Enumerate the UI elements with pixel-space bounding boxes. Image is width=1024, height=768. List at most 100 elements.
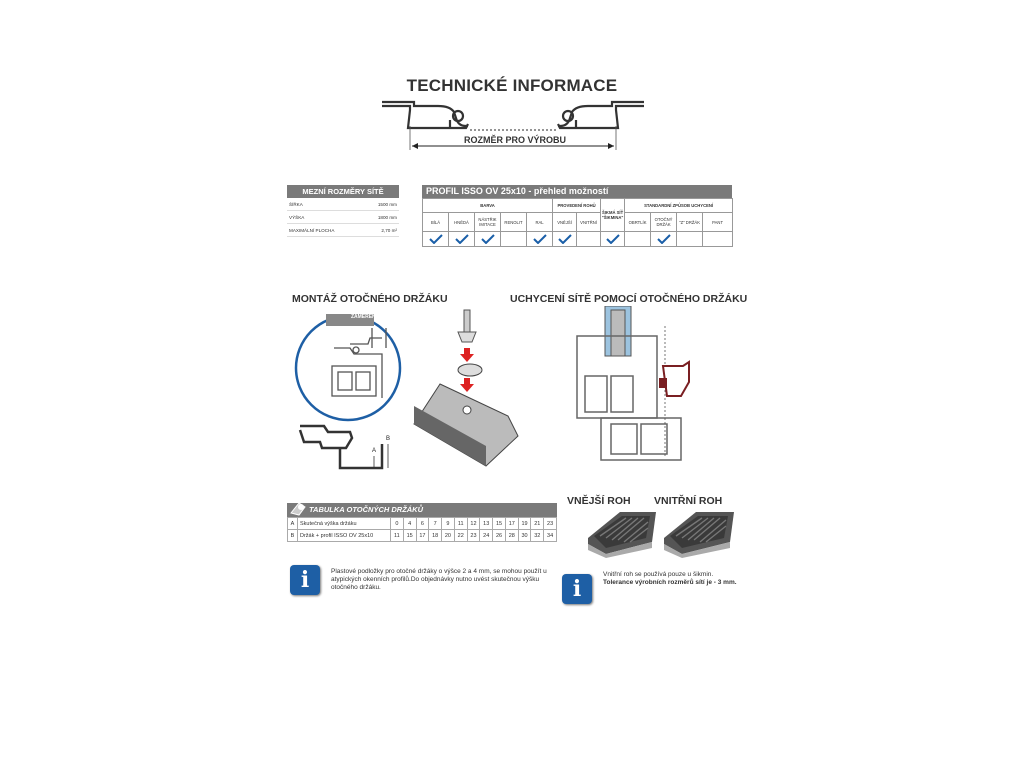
group-slanted-label: ŠIKMÁ SÍŤ [601, 210, 624, 215]
option-check-cell [600, 231, 626, 247]
table-row: VÝŠKA 1800 mm [287, 210, 399, 224]
holder-value: 13 [479, 517, 494, 530]
option-imitation: NÁSTŘIK IMITACE [474, 212, 501, 232]
check-row [422, 231, 734, 247]
limit-label: MAXIMÁLNÍ PLOCHA [287, 223, 364, 237]
holder-value: 11 [453, 517, 468, 530]
holder-value: 21 [530, 517, 545, 530]
row-label: Držák + profil ISSO OV 25x10 [297, 529, 391, 542]
attachment-heading: UCHYCENÍ SÍTĚ POMOCÍ OTOČNÉHO DRŽÁKU [510, 293, 748, 305]
option-hinge: PANT [702, 212, 734, 232]
option-check-cell [448, 231, 475, 247]
option-check-cell [676, 231, 704, 247]
holder-value: 4 [402, 517, 417, 530]
limit-value: 1500 mm [363, 198, 399, 211]
option-check-cell [576, 231, 602, 247]
dimension-a-label: A [372, 448, 377, 454]
check-icon [454, 233, 469, 244]
info-icon: i [290, 565, 320, 595]
holders-heading-label: TABULKA OTOČNÝCH DRŽÁKŮ [309, 505, 424, 514]
check-icon [656, 233, 671, 244]
limit-dimensions-heading: MEZNÍ ROZMĚRY SÍTĚ [287, 185, 399, 198]
limit-value: 1800 mm [363, 210, 399, 224]
option-check-cell [525, 231, 554, 247]
holder-value: 28 [504, 529, 519, 542]
holder-value: 32 [530, 529, 545, 542]
holder-value: 24 [479, 529, 494, 542]
holder-icon [290, 502, 306, 516]
row-key: A [287, 517, 298, 530]
option-renolit: RENOLIT [500, 212, 527, 232]
check-icon [532, 233, 547, 244]
option-check-cell [500, 231, 527, 247]
option-check-cell [650, 231, 678, 247]
check-icon [480, 233, 495, 244]
row-key: B [287, 529, 298, 542]
holders-table: TABULKA OTOČNÝCH DRŽÁKŮ A Skutečná výška… [287, 502, 557, 542]
outer-corner-heading: VNĚJŠÍ ROH [567, 495, 631, 507]
holder-value: 9 [441, 517, 455, 530]
check-icon [605, 233, 620, 244]
holder-value: 20 [441, 529, 455, 542]
mounting-detail-drawing [294, 314, 402, 470]
group-mounting: STANDARDNÍ ZPŮSOB UCHYCENÍ [624, 198, 734, 213]
holder-value: 23 [543, 517, 557, 530]
option-check-cell [624, 231, 652, 247]
option-check-cell [422, 231, 449, 247]
holder-assembly-drawing [413, 309, 519, 467]
option-check-cell [474, 231, 501, 247]
group-row: BARVA PROVEDENÍ ROHŮ ŠIKMÁ SÍŤ"ŠIKMINA" … [421, 198, 734, 232]
dimension-label: ROZMĚR PRO VÝROBU [463, 135, 566, 145]
window-attachment-drawing [576, 306, 690, 461]
option-outer: VNĚJŠÍ [552, 212, 578, 232]
limit-label: VÝŠKA [287, 210, 364, 224]
limit-dimensions-table: MEZNÍ ROZMĚRY SÍTĚ ŠÍŘKA 1500 mm VÝŠKA 1… [287, 185, 399, 237]
holder-value: 17 [504, 517, 519, 530]
measuring-label: ZAMĚŘENÍ [350, 314, 378, 320]
dimension-b-label: B [386, 436, 391, 442]
group-corners: PROVEDENÍ ROHŮ [552, 198, 602, 213]
option-row: BÍLÁ HNĚDÁ NÁSTŘIK IMITACE RENOLIT RAL V… [422, 212, 734, 232]
limit-value: 2,70 m² [363, 223, 399, 237]
group-color: BARVA [421, 198, 554, 213]
table-row: MAXIMÁLNÍ PLOCHA 2,70 m² [287, 223, 399, 237]
limit-label: ŠÍŘKA [287, 198, 364, 211]
corner-note: Vnitřní roh se používá pouze u šikmin. T… [603, 571, 743, 587]
holder-value: 34 [543, 529, 557, 542]
option-white: BÍLÁ [422, 212, 449, 232]
row-label: Skutečná výška držáku [297, 517, 391, 530]
outer-corner-image [588, 512, 656, 558]
corner-samples-drawing [588, 512, 734, 558]
holders-heading: TABULKA OTOČNÝCH DRŽÁKŮ [287, 502, 557, 517]
washers-note: Plastové podložky pro otočné držáky o vý… [331, 568, 547, 591]
option-rotary-holder: OTOČNÝ DRŽÁK [650, 212, 678, 232]
profile-options-heading: PROFIL ISSO OV 25x10 - přehled možností [422, 185, 732, 198]
inner-corner-image [664, 512, 734, 558]
option-z-holder: "Z" DRŽÁK [676, 212, 704, 232]
holder-value: 30 [517, 529, 532, 542]
holder-value: 19 [517, 517, 532, 530]
holder-value: 0 [390, 517, 404, 530]
option-turnbuckle: OBRTLÍK [624, 212, 652, 232]
option-inner: VNITŘNÍ [576, 212, 602, 232]
holder-value: 12 [466, 517, 481, 530]
option-brown: HNĚDÁ [448, 212, 475, 232]
option-slant: "ŠIKMINA" [601, 215, 624, 220]
check-icon [428, 233, 443, 244]
inner-corner-heading: VNITŘNÍ ROH [654, 495, 723, 507]
option-check-cell [702, 231, 734, 247]
tolerance-note: Tolerance výrobních rozměrů sítí je - 3 … [603, 579, 737, 586]
holder-value: 7 [428, 517, 443, 530]
inner-corner-note: Vnitřní roh se používá pouze u šikmin. [603, 571, 714, 578]
holder-value: 26 [492, 529, 506, 542]
profile-options-table: PROFIL ISSO OV 25x10 - přehled možností … [421, 185, 734, 247]
info-icon: i [562, 574, 592, 604]
option-ral: RAL [525, 212, 554, 232]
mounting-heading: MONTÁŽ OTOČNÉHO DRŽÁKU [292, 293, 448, 305]
holder-value: 15 [402, 529, 417, 542]
holder-value: 17 [415, 529, 430, 542]
table-row: ŠÍŘKA 1500 mm [287, 198, 399, 211]
holder-value: 23 [466, 529, 481, 542]
